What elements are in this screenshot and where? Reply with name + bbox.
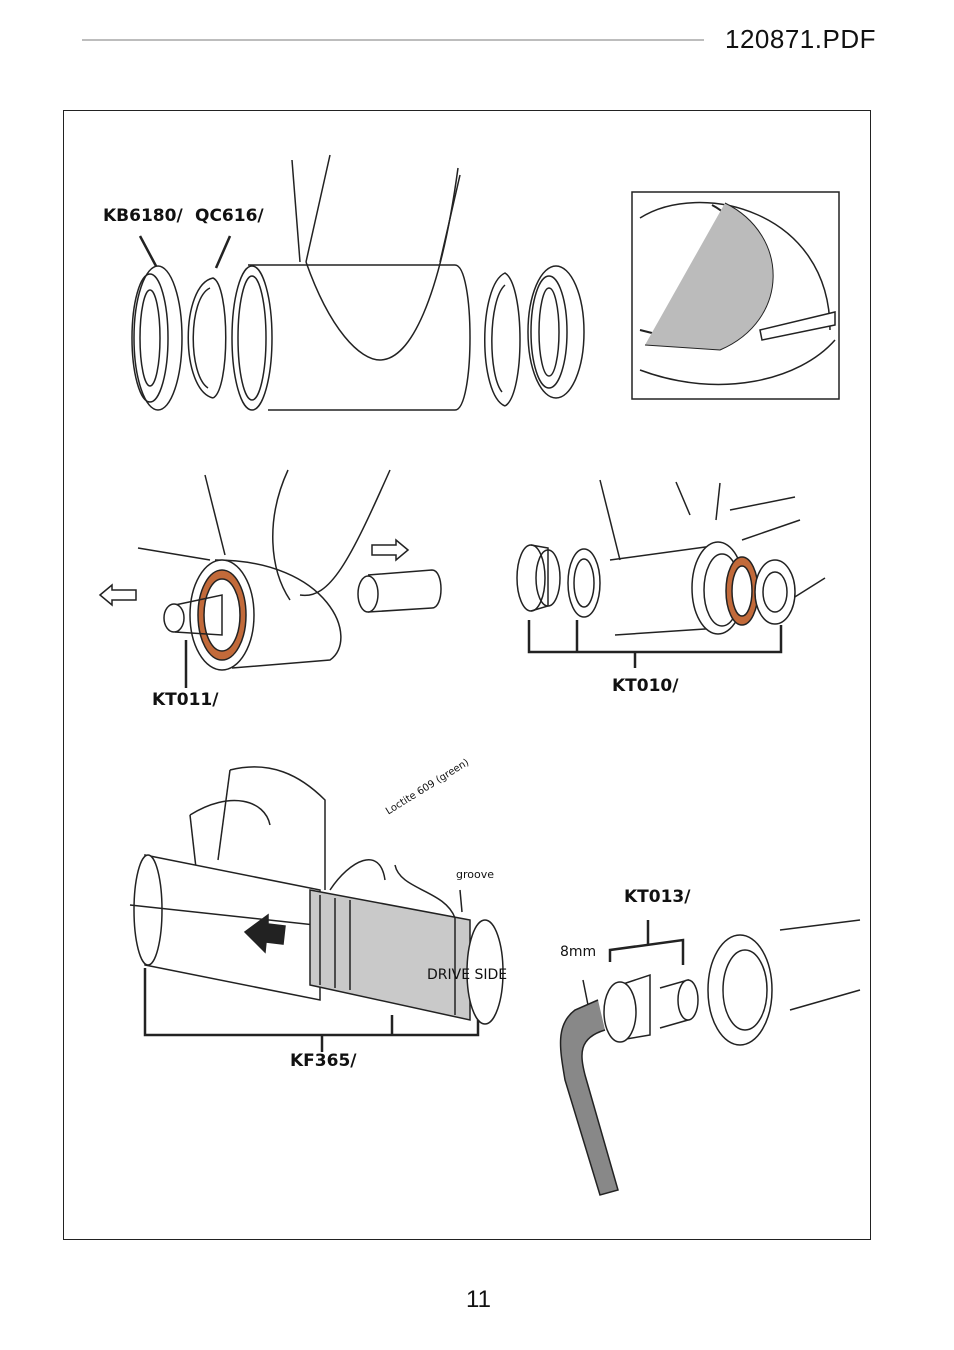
label-kt011: KT011/ [152,690,219,710]
bb-sleeve-insertion-view [129,766,504,1052]
kt013-tightening-view [559,919,861,1196]
bb-shell-exploded-view [131,154,585,411]
header-rule [82,39,704,41]
label-kt013: KT013/ [624,887,691,907]
wrench-size-note: 8mm [560,944,597,960]
bearing-press-view [98,469,442,688]
label-qc616: QC616/ [195,206,264,226]
circlip-detail-inset [631,191,840,400]
groove-note: groove [456,868,495,881]
label-kf365: KF365/ [290,1051,357,1071]
label-kb6180: KB6180/ [103,206,183,226]
bearing-removal-tool-view [516,479,826,668]
illustration-frame [63,110,871,1240]
label-kt010: KT010/ [612,676,679,696]
document-id: 120871.PDF [725,24,876,54]
drive-side-note: DRIVE SIDE [427,967,508,983]
page-number: 11 [466,1286,491,1313]
